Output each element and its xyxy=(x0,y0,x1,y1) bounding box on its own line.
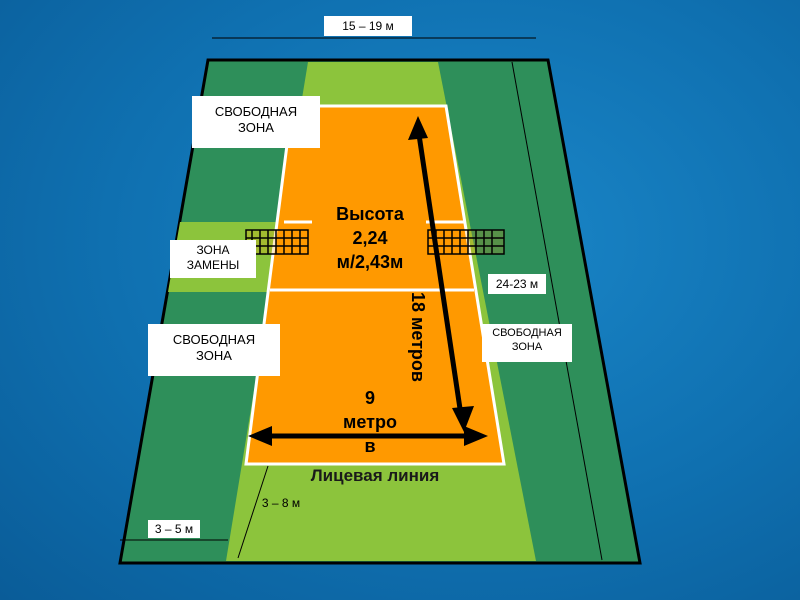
length-18-text: 18 метров xyxy=(408,292,428,382)
width-9-text: 9 метро в xyxy=(343,388,397,456)
length-dimension-line xyxy=(511,61,603,561)
width-9-arrow xyxy=(248,426,488,446)
margin-3-8-label: 3 – 8 м xyxy=(261,496,301,510)
margin-3-8-line xyxy=(237,465,269,559)
free-zone-right-label: СВОБОДНАЯ ЗОНА xyxy=(482,324,572,362)
free-zone-top-label: СВОБОДНАЯ ЗОНА xyxy=(192,96,320,148)
length-18-arrow xyxy=(408,116,474,432)
free-zone-left-label: СВОБОДНАЯ ЗОНА xyxy=(148,324,280,376)
substitution-zone-label: ЗОНА ЗАМЕНЫ xyxy=(170,240,256,278)
net-height-text: Высота 2,24 м/2,43м xyxy=(336,204,404,272)
end-line-text: Лицевая линия xyxy=(310,466,440,485)
margin-3-5-label: 3 – 5 м xyxy=(148,520,200,538)
net-right xyxy=(427,229,505,255)
width-range-label: 15 – 19 м xyxy=(324,16,412,36)
length-range-label: 24-23 м xyxy=(488,274,546,294)
net-left xyxy=(245,229,309,255)
court-surface xyxy=(246,106,504,464)
